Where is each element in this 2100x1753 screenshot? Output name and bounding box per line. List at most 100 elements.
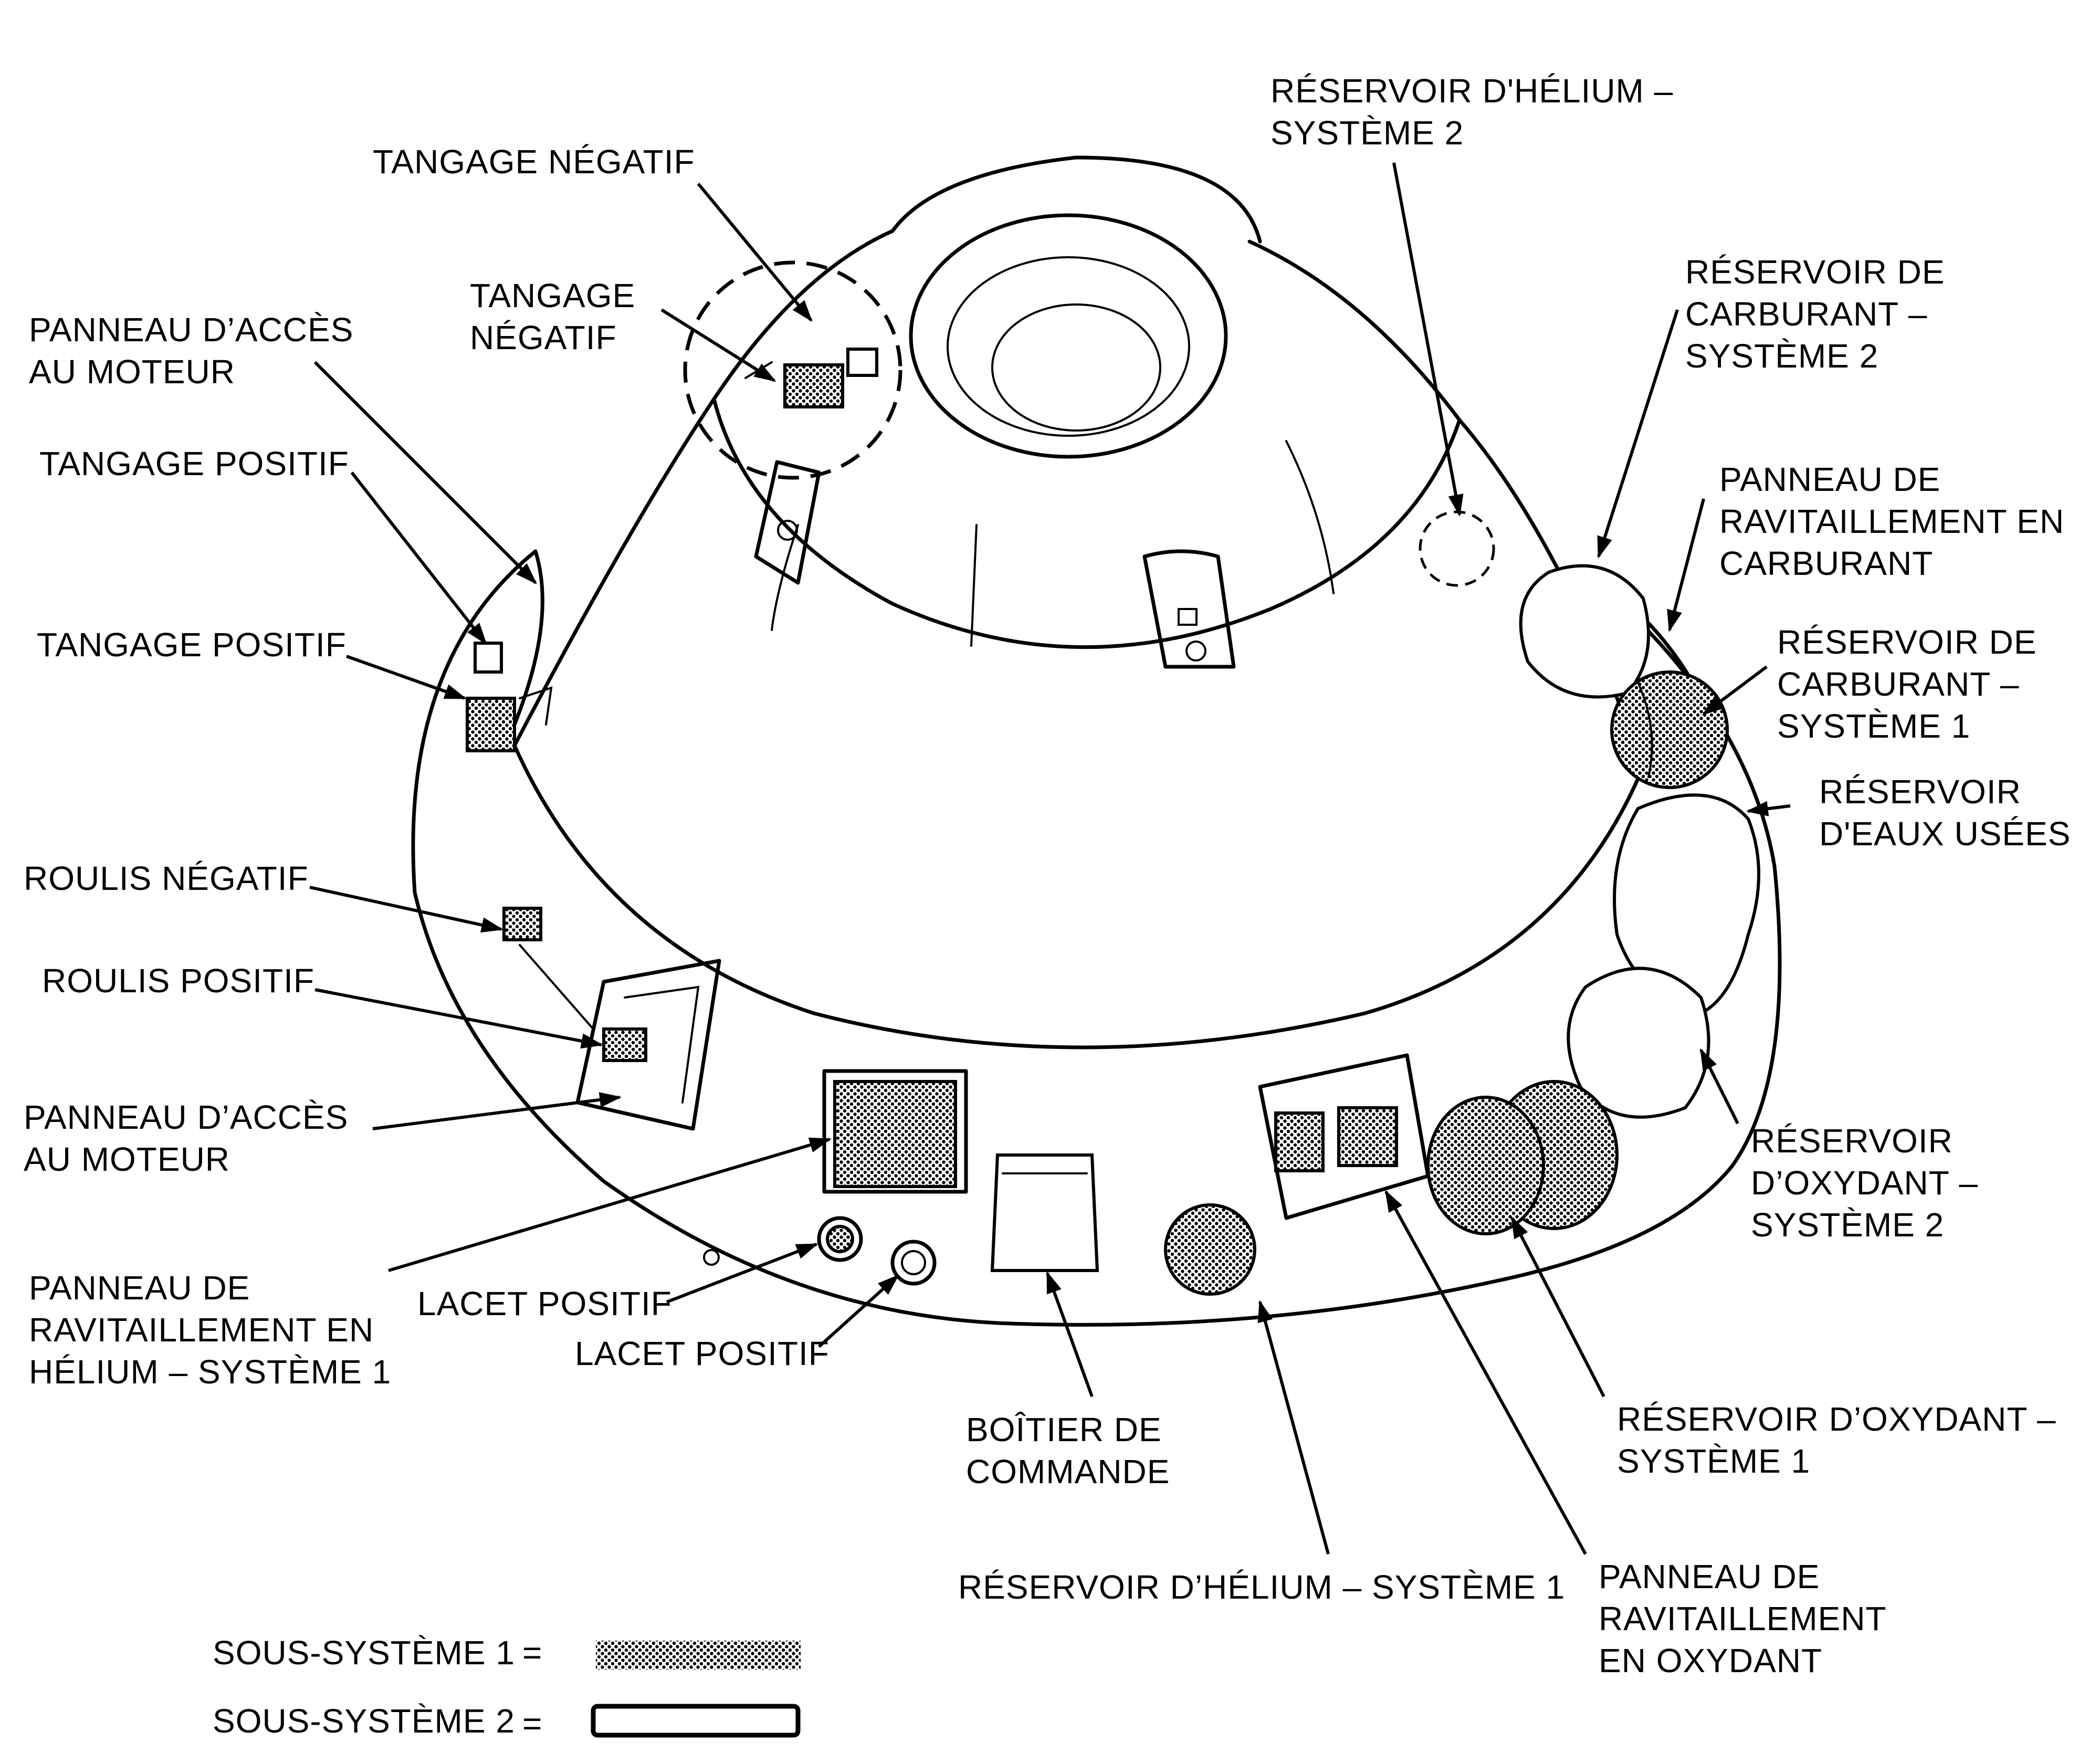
leader-roulis-positif: [314, 988, 604, 1049]
legend-subsystem-1-label: SOUS-SYSTÈME 1: [213, 1634, 515, 1672]
label-line: SYSTÈME 2: [1270, 114, 1464, 152]
label-line: AU MOTEUR: [24, 1140, 230, 1178]
label-line: SYSTÈME 2: [1685, 337, 1878, 375]
label-line: NÉGATIF: [470, 319, 617, 356]
docking-port: [909, 213, 1228, 459]
yaw-thruster-a: [817, 1216, 863, 1262]
leader-lacet-positif-2: [817, 1274, 900, 1348]
service-module-drawing: [411, 155, 1782, 1327]
label-line: EN OXYDANT: [1599, 1642, 1822, 1679]
label-tangage-negatif-1: TANGAGE NÉGATIF: [373, 143, 695, 181]
yaw-thruster-b: [890, 1240, 937, 1286]
label-line: PANNEAU DE: [1599, 1558, 1820, 1595]
leader-panneau-ravit-helium: [388, 1137, 832, 1272]
pitch-thruster-neg-b: [846, 348, 878, 377]
leader-reservoir-carburant-2: [1597, 309, 1679, 559]
legend: SOUS-SYSTÈME 1 = SOUS-SYSTÈME 2 =: [213, 1634, 801, 1742]
oxidizer-fill-panel: [1258, 1053, 1430, 1220]
label-line: ROULIS NÉGATIF: [24, 859, 309, 897]
label-reservoir-helium-2: RÉSERVOIR D'HÉLIUM – SYSTÈME 2: [1270, 72, 1673, 152]
label-line: RÉSERVOIR D'HÉLIUM –: [1270, 72, 1673, 110]
label-tangage-positif-1: TANGAGE POSITIF: [39, 445, 349, 482]
label-line: SYSTÈME 1: [1617, 1442, 1810, 1480]
legend-subsystem-2-swatch: [591, 1704, 801, 1738]
fuel-tank-1: [1610, 670, 1729, 789]
label-line: CARBURANT –: [1685, 295, 1927, 333]
legend-subsystem-2-label: SOUS-SYSTÈME 2: [213, 1702, 515, 1740]
leader-reservoir-oxydant-2: [1699, 1048, 1739, 1125]
label-line: PANNEAU DE: [29, 1269, 250, 1307]
label-line: LACET POSITIF: [417, 1285, 672, 1322]
label-line: RÉSERVOIR D’HÉLIUM – SYSTÈME 1: [958, 1568, 1565, 1606]
legend-subsystem-1-swatch: [596, 1641, 801, 1670]
label-reservoir-eaux-usees: RÉSERVOIR D'EAUX USÉES: [1819, 773, 2071, 853]
label-line: TANGAGE POSITIF: [39, 445, 349, 482]
leader-reservoir-helium-2: [1392, 162, 1464, 517]
legend-subsystem-1-equals: =: [522, 1634, 542, 1672]
label-line: RÉSERVOIR: [1819, 773, 2021, 811]
label-line: RÉSERVOIR D’OXYDANT –: [1617, 1400, 2056, 1438]
leader-lines: [309, 162, 1791, 1555]
helium-tank-2: [1419, 510, 1495, 587]
leader-boitier-commande: [1046, 1271, 1094, 1398]
label-tangage-negatif-2: TANGAGE NÉGATIF: [470, 277, 635, 356]
label-line: COMMANDE: [966, 1453, 1170, 1490]
legend-subsystem-2-equals: =: [522, 1705, 542, 1742]
label-reservoir-helium-1: RÉSERVOIR D’HÉLIUM – SYSTÈME 1: [958, 1568, 1565, 1606]
label-line: SYSTÈME 1: [1777, 707, 1970, 745]
label-line: RÉSERVOIR DE: [1777, 623, 2037, 661]
leader-reservoir-helium-1: [1257, 1299, 1330, 1555]
thruster-detail-circle: [683, 260, 902, 480]
label-line: ROULIS POSITIF: [42, 962, 314, 1000]
leader-tangage-negatif-1: [697, 183, 813, 322]
leader-reservoir-carburant-1: [1702, 665, 1768, 716]
label-line: PANNEAU DE: [1719, 460, 1940, 498]
label-line: D'EAUX USÉES: [1819, 815, 2071, 853]
leader-tangage-positif-1: [350, 471, 487, 645]
label-line: D’OXYDANT –: [1751, 1164, 1978, 1202]
label-line: TANGAGE POSITIF: [37, 626, 346, 664]
label-line: HÉLIUM – SYSTÈME 1: [29, 1353, 391, 1391]
upper-cone: [512, 743, 1645, 1049]
label-roulis-negatif: ROULIS NÉGATIF: [24, 859, 309, 897]
label-line: CARBURANT –: [1777, 665, 2019, 703]
label-line: TANGAGE: [470, 277, 635, 314]
label-line: PANNEAU D’ACCÈS: [29, 311, 353, 349]
label-line: SYSTÈME 2: [1751, 1206, 1944, 1244]
label-lacet-positif-2: LACET POSITIF: [575, 1335, 830, 1372]
leader-reservoir-oxydant-1: [1510, 1216, 1605, 1398]
leader-reservoir-eaux-usees: [1746, 801, 1791, 816]
leader-roulis-negatif: [309, 886, 504, 933]
waste-water-tank: [1613, 793, 1760, 1015]
roll-thruster-neg: [502, 907, 542, 941]
label-line: RAVITAILLEMENT: [1599, 1600, 1887, 1637]
roll-thruster-pos: [602, 1027, 647, 1062]
label-tangage-positif-2: TANGAGE POSITIF: [37, 626, 346, 664]
label-panneau-ravit-carburant: PANNEAU DE RAVITAILLEMENT EN CARBURANT: [1719, 460, 2064, 582]
control-box: [990, 1153, 1099, 1272]
top-cap: [890, 155, 1262, 244]
fuel-tank-2: [1519, 564, 1650, 699]
label-line: RAVITAILLEMENT EN: [1719, 502, 2064, 540]
label-line: CARBURANT: [1719, 544, 1933, 582]
labels: TANGAGE NÉGATIF TANGAGE NÉGATIF PANNEAU D…: [24, 72, 2071, 1679]
leader-panneau-ravit-carburant: [1667, 498, 1705, 633]
leader-tangage-negatif-2: [660, 308, 776, 382]
pitch-thruster-neg-a: [783, 363, 844, 408]
leader-panneau-acces-2: [372, 1092, 622, 1130]
helium-tank-1: [1164, 1203, 1256, 1296]
label-panneau-ravit-oxydant: PANNEAU DE RAVITAILLEMENT EN OXYDANT: [1599, 1558, 1887, 1679]
oxidizer-tank-2: [1567, 967, 1710, 1119]
label-reservoir-carburant-1: RÉSERVOIR DE CARBURANT – SYSTÈME 1: [1777, 623, 2037, 745]
label-roulis-positif: ROULIS POSITIF: [42, 962, 314, 1000]
leader-panneau-ravit-oxydant: [1384, 1190, 1587, 1555]
pitch-thruster-pos-b: [466, 697, 516, 752]
leader-panneau-acces-1: [313, 361, 537, 584]
label-line: TANGAGE NÉGATIF: [373, 143, 695, 181]
